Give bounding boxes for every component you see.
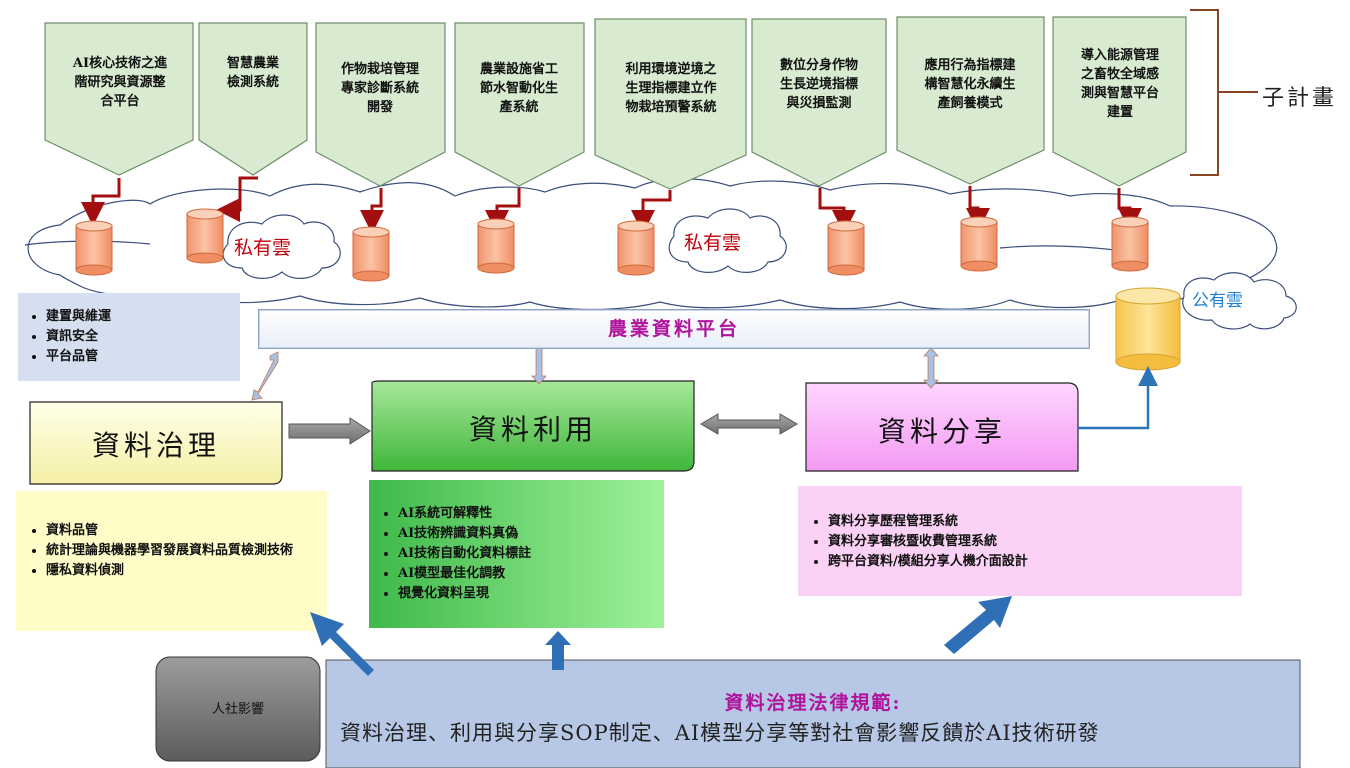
red-arrow-2 (216, 176, 258, 222)
utilization-note-item: AI模型最佳化調教 (398, 564, 660, 584)
governance-title: 資料治理 (91, 429, 220, 462)
public-cloud-shape (1182, 272, 1297, 330)
platform-note-item: 平台品管 (46, 347, 234, 367)
subproject-shape-7 (896, 16, 1045, 185)
social-impact-label: 人社影響 (211, 702, 264, 717)
platform-notes-bg (18, 293, 240, 381)
red-arrow-3 (360, 188, 384, 234)
sharing-to-public-cloud-arrow (1078, 366, 1158, 430)
utilization-note-item: AI技術辨識資料真偽 (398, 524, 660, 544)
private-cloud-label-bubble-2 (668, 208, 787, 273)
subproject-label-1: AI核心技術之進 階研究與資源整 合平台 (72, 56, 168, 109)
legal-to-utilization-arrow (545, 631, 571, 670)
database-icon-5 (617, 220, 655, 276)
utilization-box-shape (371, 380, 695, 472)
red-arrow-4 (485, 188, 521, 234)
utilization-sharing-double-arrow (700, 413, 798, 435)
database-icon-3 (352, 226, 390, 282)
governance-note-item: 統計理論與機器學習發展資料品質檢測技術 (46, 541, 320, 561)
subproject-shape-8 (1052, 16, 1187, 187)
utilization-notes: AI系統可解釋性 AI技術辨識資料真偽 AI技術自動化資料標註 AI模型最佳化調… (376, 504, 660, 604)
legal-box-shape (325, 659, 1301, 768)
red-arrow-5 (631, 190, 672, 234)
private-cloud-label-1: 私有雲 (234, 237, 292, 259)
legal-to-sharing-arrow (944, 596, 1012, 654)
database-icon-8 (1111, 216, 1149, 272)
subproject-label-6: 數位分身作物 生長逆境指標 與災損監測 (779, 58, 858, 111)
utilization-note-item: 視覺化資料呈現 (398, 584, 660, 604)
governance-to-utilization-arrow (288, 417, 371, 445)
legal-title: 資料治理法律規範: (724, 692, 902, 714)
public-database-icon (1115, 287, 1181, 371)
platform-notes: 建置與維運 資訊安全 平台品管 (24, 307, 234, 367)
sharing-note-item: 跨平台資料/模組分享人機介面設計 (828, 552, 1236, 572)
database-icon-1 (75, 220, 113, 276)
subproject-shape-6 (751, 18, 887, 187)
private-cloud-label-bubble-1 (222, 214, 341, 279)
platform-note-item: 建置與維運 (46, 307, 234, 327)
subproject-shape-1 (44, 22, 194, 176)
legal-to-governance-arrow (310, 612, 382, 676)
sharing-box-shape (805, 382, 1079, 472)
subproject-shape-4 (454, 22, 585, 187)
database-icon-7 (960, 216, 998, 272)
governance-box-shape (29, 401, 283, 485)
platform-to-sharing-arrow (923, 347, 939, 389)
red-connectors (81, 176, 1142, 234)
sharing-title: 資料分享 (877, 415, 1006, 448)
sharing-notes: 資料分享歷程管理系統 資料分享審核暨收費管理系統 跨平台資料/模組分享人機介面設… (806, 512, 1236, 572)
governance-notes: 資料品管 統計理論與機器學習發展資料品質檢測技術 隱私資料偵測 (24, 521, 320, 581)
sharing-note-item: 資料分享審核暨收費管理系統 (828, 532, 1236, 552)
subproject-group-label: 子計畫 (1262, 86, 1338, 111)
sharing-note-item: 資料分享歷程管理系統 (828, 512, 1236, 532)
blue-up-arrows (310, 596, 1012, 676)
red-arrow-7 (966, 186, 990, 232)
subproject-label-4: 農業設施省工 節水智動化生 產系統 (479, 62, 558, 115)
red-arrow-6 (818, 188, 856, 234)
subproject-shape-2 (198, 22, 308, 176)
governance-note-item: 資料品管 (46, 521, 320, 541)
database-cylinders (75, 208, 1149, 282)
platform-notes-to-governance-arrow (251, 351, 279, 401)
utilization-note-item: AI系統可解釋性 (398, 504, 660, 524)
subproject-pentagons (44, 16, 1187, 190)
subproject-shape-5 (594, 18, 747, 190)
public-cloud-label: 公有雲 (1192, 291, 1243, 311)
private-cloud-label-2: 私有雲 (684, 232, 742, 254)
governance-note-item: 隱私資料偵測 (46, 561, 320, 581)
governance-notes-bg (16, 491, 327, 631)
platform-note-item: 資訊安全 (46, 327, 234, 347)
database-icon-2 (186, 208, 224, 264)
subproject-label-7: 應用行為指標建 構智慧化永續生 產飼養模式 (924, 58, 1016, 111)
subproject-label-2: 智慧農業 檢測系統 (226, 56, 279, 90)
subproject-bracket (1190, 9, 1258, 176)
utilization-title: 資料利用 (468, 413, 597, 446)
sharing-notes-bg (798, 486, 1242, 596)
subproject-label-5: 利用環境逆境之 生理指標建立作 物栽培預警系統 (625, 62, 717, 115)
database-icon-6 (827, 220, 865, 276)
subproject-shape-3 (315, 22, 446, 187)
social-impact-box-shape (155, 656, 321, 762)
red-arrow-1 (81, 178, 121, 226)
utilization-note-item: AI技術自動化資料標註 (398, 544, 660, 564)
database-icon-4 (477, 218, 515, 274)
red-arrow-8 (1117, 188, 1142, 232)
utilization-notes-bg (369, 480, 664, 628)
legal-body: 資料治理、利用與分享SOP制定、AI模型分享等對社會影響反饋於AI技術研發 (340, 721, 1100, 745)
subproject-label-8: 導入能源管理 之畜牧全域感 測與智慧平台 建置 (1080, 48, 1159, 120)
subproject-label-3: 作物栽培管理 專家診斷系統 開發 (340, 62, 419, 115)
agri-data-platform-bar: 農業資料平台 (258, 309, 1090, 349)
